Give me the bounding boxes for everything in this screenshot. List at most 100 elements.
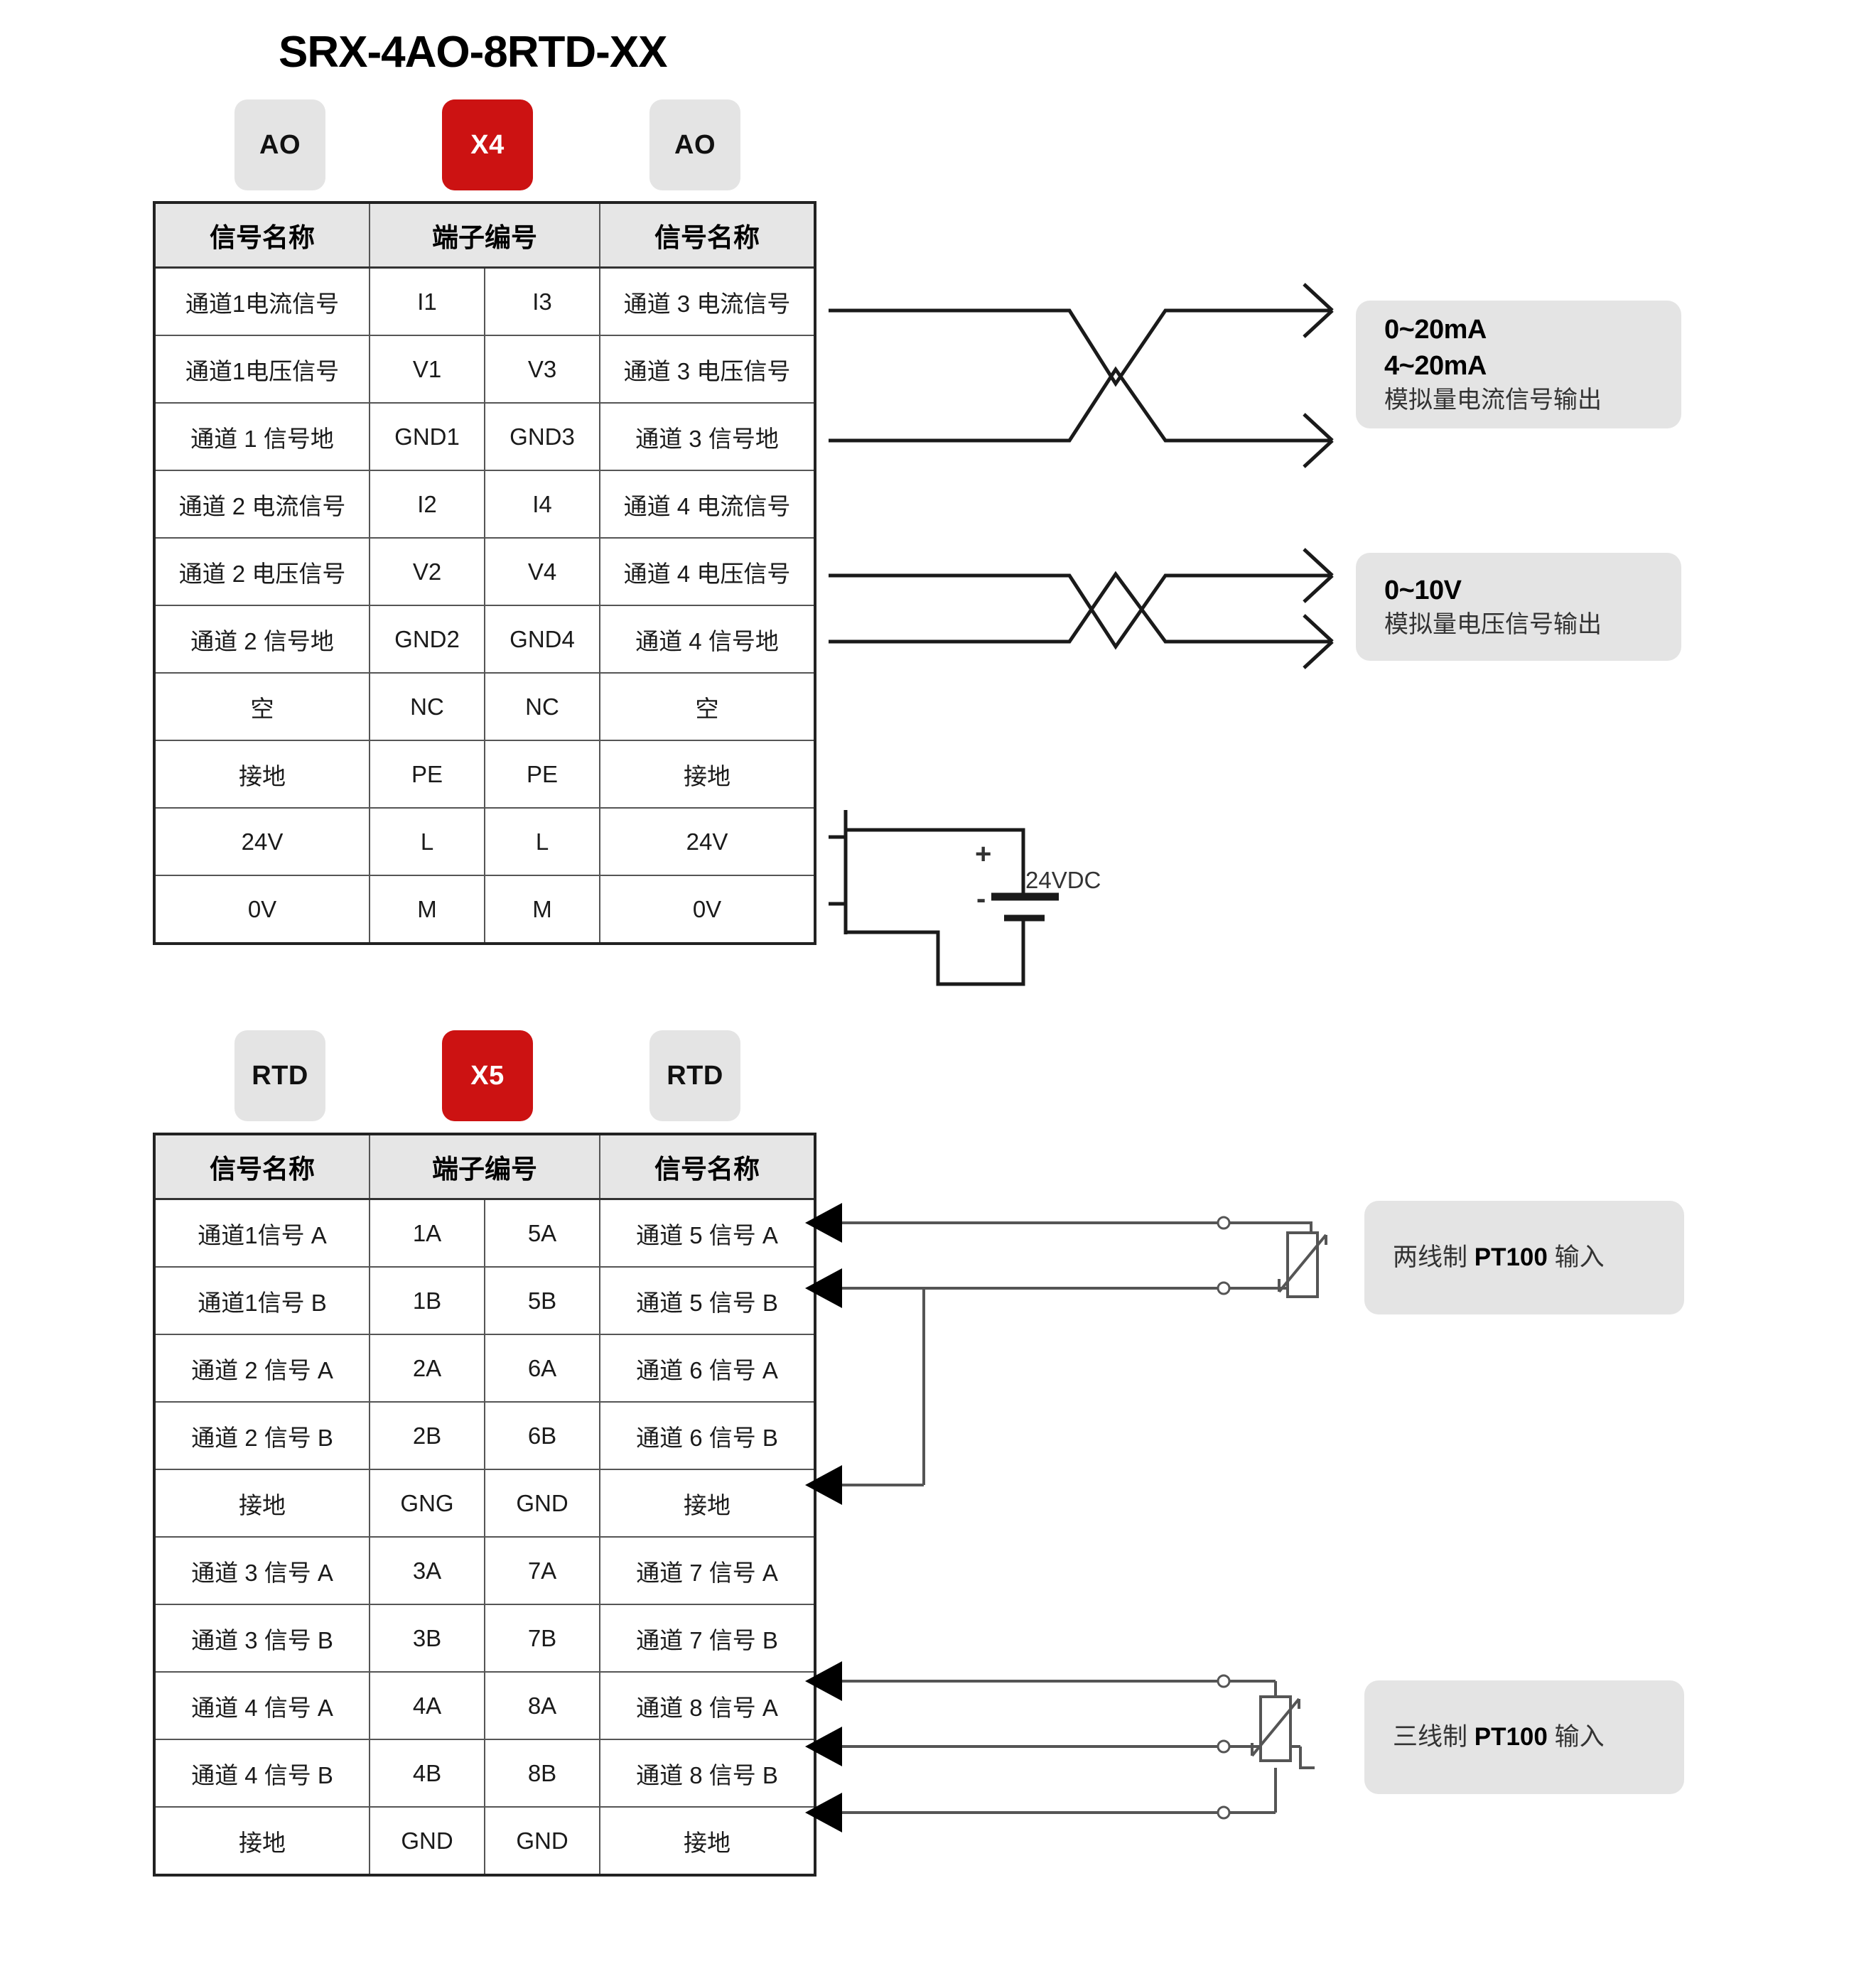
cell-signal-name-right: 0V xyxy=(599,875,816,944)
cell-terminal-right: I4 xyxy=(484,470,600,539)
callout-voltage-range: 0~10V xyxy=(1384,575,1462,605)
cell-terminal-right: NC xyxy=(484,672,600,741)
cell-signal-name-left: 通道 4 信号 A xyxy=(153,1671,370,1740)
cell-terminal-right: GND4 xyxy=(484,605,600,674)
cell-signal-name-right: 通道 5 信号 B xyxy=(599,1266,816,1335)
cell-signal-name-left: 通道 1 信号地 xyxy=(153,402,370,471)
cell-signal-name-right: 接地 xyxy=(599,1469,816,1538)
cell-signal-name-left: 通道 3 信号 A xyxy=(153,1536,370,1605)
cell-signal-name-right: 通道 8 信号 B xyxy=(599,1739,816,1808)
cell-signal-name-right: 接地 xyxy=(599,1806,816,1876)
cell-signal-name-right: 接地 xyxy=(599,740,816,809)
cell-terminal-right: 5A xyxy=(484,1198,600,1268)
cell-signal-name-left: 通道 4 信号 B xyxy=(153,1739,370,1808)
callout-current-output: 0~20mA 4~20mA 模拟量电流信号输出 xyxy=(1356,301,1681,428)
cell-signal-name-left: 接地 xyxy=(153,740,370,809)
cell-terminal-left: L xyxy=(369,807,485,876)
cell-signal-name-left: 通道1电流信号 xyxy=(153,266,370,336)
cell-terminal-right: M xyxy=(484,875,600,944)
cell-signal-name-left: 24V xyxy=(153,807,370,876)
badge-ao-right: AO xyxy=(649,99,740,190)
header-terminal-number: 端子编号 xyxy=(369,202,600,269)
cell-terminal-right: GND xyxy=(484,1806,600,1876)
cell-terminal-right: I3 xyxy=(484,266,600,336)
callout-two-wire-text: 两线制 PT100 输入 xyxy=(1393,1243,1605,1271)
cell-terminal-left: GND xyxy=(369,1806,485,1876)
cell-terminal-left: V2 xyxy=(369,537,485,606)
cell-terminal-left: 1A xyxy=(369,1198,485,1268)
badge-x4: X4 xyxy=(442,99,533,190)
table-header-row: 信号名称 端子编号 信号名称 xyxy=(153,1133,816,1200)
cell-terminal-right: GND xyxy=(484,1469,600,1538)
cell-signal-name-left: 通道 2 电流信号 xyxy=(153,470,370,539)
callout-voltage-output: 0~10V 模拟量电压信号输出 xyxy=(1356,553,1681,661)
cell-signal-name-left: 通道 2 信号 A xyxy=(153,1334,370,1403)
cell-signal-name-right: 通道 7 信号 A xyxy=(599,1536,816,1605)
badge-ao-left: AO xyxy=(234,99,325,190)
cell-signal-name-left: 通道 2 信号 B xyxy=(153,1401,370,1470)
cell-signal-name-left: 空 xyxy=(153,672,370,741)
cell-terminal-left: 4A xyxy=(369,1671,485,1740)
callout-three-wire-text: 三线制 PT100 输入 xyxy=(1393,1722,1605,1751)
power-supply-plus: + xyxy=(975,838,992,870)
cell-terminal-right: 6A xyxy=(484,1334,600,1403)
cell-terminal-right: PE xyxy=(484,740,600,809)
cell-terminal-left: 2A xyxy=(369,1334,485,1403)
cell-signal-name-left: 接地 xyxy=(153,1469,370,1538)
cell-terminal-right: 8A xyxy=(484,1671,600,1740)
cell-signal-name-left: 通道 2 电压信号 xyxy=(153,537,370,606)
power-supply-label: 24VDC xyxy=(1025,867,1101,893)
header-signal-name-right: 信号名称 xyxy=(599,1133,816,1200)
cell-signal-name-right: 通道 7 信号 B xyxy=(599,1604,816,1673)
callout-current-range-2: 4~20mA xyxy=(1384,351,1487,382)
cell-signal-name-right: 通道 4 信号地 xyxy=(599,605,816,674)
cell-terminal-left: GNG xyxy=(369,1469,485,1538)
cell-signal-name-right: 通道 8 信号 A xyxy=(599,1671,816,1740)
callout-voltage-desc: 模拟量电压信号输出 xyxy=(1384,610,1602,638)
cell-terminal-left: GND2 xyxy=(369,605,485,674)
cell-terminal-right: 8B xyxy=(484,1739,600,1808)
callout-two-wire-pt100: 两线制 PT100 输入 xyxy=(1364,1201,1684,1314)
callout-three-wire-pt100: 三线制 PT100 输入 xyxy=(1364,1680,1684,1794)
cell-terminal-right: 5B xyxy=(484,1266,600,1335)
cell-signal-name-left: 通道 3 信号 B xyxy=(153,1604,370,1673)
cell-terminal-left: 3B xyxy=(369,1604,485,1673)
cell-signal-name-left: 通道 2 信号地 xyxy=(153,605,370,674)
cell-signal-name-right: 通道 5 信号 A xyxy=(599,1198,816,1268)
cell-signal-name-right: 通道 3 电流信号 xyxy=(599,266,816,336)
cell-terminal-right: L xyxy=(484,807,600,876)
cell-signal-name-right: 通道 4 电流信号 xyxy=(599,470,816,539)
cell-signal-name-right: 空 xyxy=(599,672,816,741)
cell-signal-name-left: 接地 xyxy=(153,1806,370,1876)
cell-terminal-left: I2 xyxy=(369,470,485,539)
header-signal-name-left: 信号名称 xyxy=(153,1133,370,1200)
cell-terminal-right: 6B xyxy=(484,1401,600,1470)
cell-signal-name-right: 24V xyxy=(599,807,816,876)
cell-terminal-right: 7A xyxy=(484,1536,600,1605)
power-supply-minus: - xyxy=(976,883,986,914)
badge-rtd-left: RTD xyxy=(234,1030,325,1121)
header-terminal-number: 端子编号 xyxy=(369,1133,600,1200)
cell-signal-name-right: 通道 6 信号 A xyxy=(599,1334,816,1403)
cell-terminal-right: V4 xyxy=(484,537,600,606)
cell-terminal-right: V3 xyxy=(484,335,600,404)
